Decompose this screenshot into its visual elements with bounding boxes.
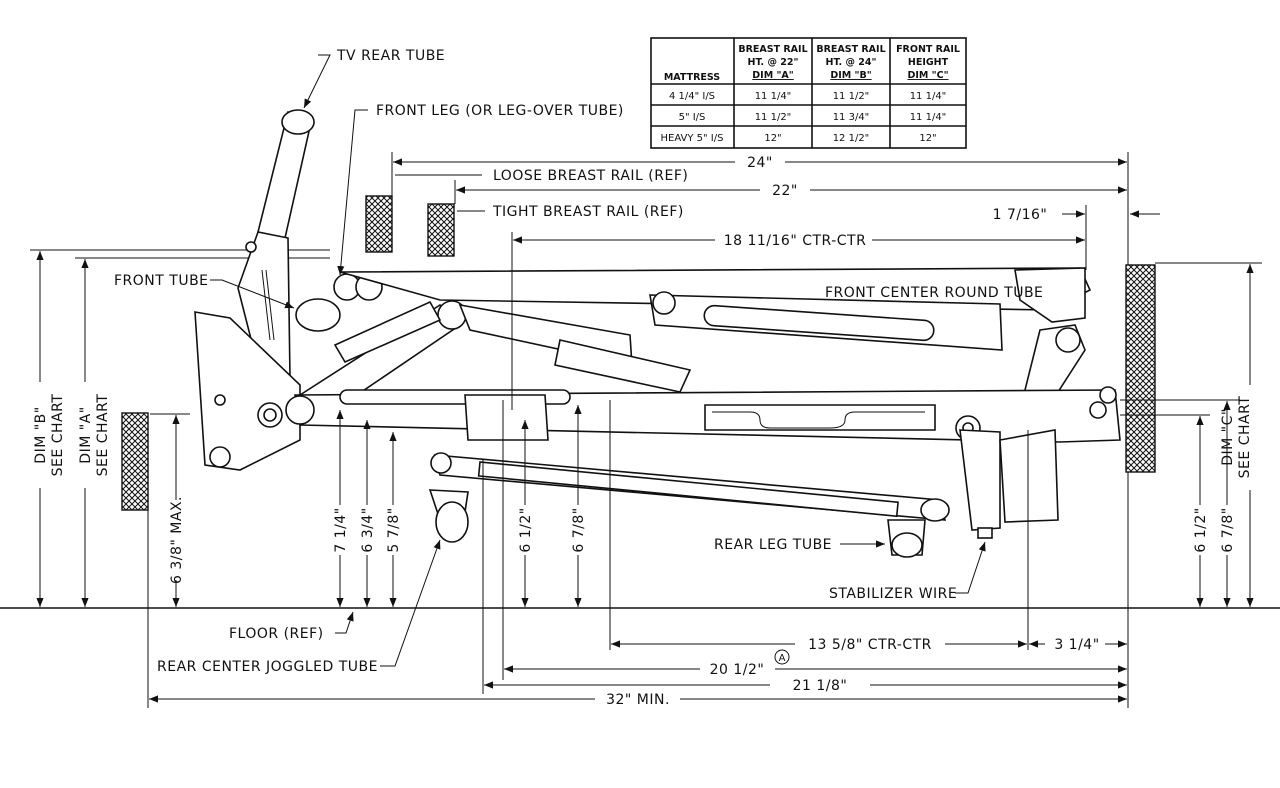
dim-3-1-4: 3 1/4" [1029,637,1127,653]
dim-20-1-2-label: 20 1/2" [710,662,765,678]
stabilizer-wire-label: STABILIZER WIRE [829,586,957,602]
dim-6-7-8-center-label: 6 7/8" [571,507,587,552]
dim-7-1-4: 7 1/4" [333,410,349,607]
tight-breast-rail-block [427,203,455,257]
dim-7-1-4-label: 7 1/4" [333,507,349,552]
dim-18-11-16: 18 11/16" CTR-CTR [511,232,1085,410]
dim-c: DIM "C" SEE CHART [1220,264,1254,607]
table-cell: HEAVY 5" I/S [661,133,724,144]
dim-24: 24" [391,152,1129,265]
table-cell: 4 1/4" I/S [669,91,715,102]
dim-6-1-2-right: 6 1/2" [1120,414,1210,607]
table-cell: 12" [764,133,781,144]
table-header-dim-a-line3: DIM "A" [752,70,793,81]
table-cell: 12 1/2" [833,133,870,144]
dim-21-1-8-label: 21 1/8" [793,678,848,694]
front-leg-label: FRONT LEG (OR LEG-OVER TUBE) [376,103,624,119]
table-header-dim-a-line2: HT. @ 22" [748,57,799,68]
dim-6-1-2-center: 6 1/2" [518,420,534,607]
callout-loose-breast-rail: LOOSE BREAST RAIL (REF) [395,168,688,184]
rear-leg-tube-label: REAR LEG TUBE [714,537,832,553]
dim-32-min-label: 32" MIN. [606,692,670,708]
callout-stabilizer-wire: STABILIZER WIRE [829,541,986,602]
dim-13-5-8-label: 13 5/8" CTR-CTR [808,637,932,653]
dim-6-1-2-right-label: 6 1/2" [1193,507,1209,552]
floor-label: FLOOR (REF) [229,626,324,642]
dim-a-label: DIM "A" [78,406,94,463]
dim-5-7-8-label: 5 7/8" [386,507,402,552]
dim-6-7-8-center: 6 7/8" [571,405,587,607]
table-cell: 11 1/4" [910,112,947,123]
dim-20-1-2: 20 1/2" A [502,400,1127,680]
table-header-dim-b-line2: HT. @ 24" [826,57,877,68]
table-cell: 12" [919,133,936,144]
table-cell: 11 1/2" [833,91,870,102]
dim-6-3-4: 6 3/4" [360,420,376,607]
tight-breast-rail-label: TIGHT BREAST RAIL (REF) [492,204,684,220]
callout-rear-center-joggled-tube: REAR CENTER JOGGLED TUBE [157,539,441,675]
table-cell: 11 1/4" [910,91,947,102]
loose-breast-rail-label: LOOSE BREAST RAIL (REF) [493,168,688,184]
dim-c-label: DIM "C" [1220,408,1236,466]
dim-a-see-chart: SEE CHART [95,394,111,477]
table-header-dim-a-line1: BREAST RAIL [738,44,807,55]
table-header-dim-c-line1: FRONT RAIL [896,44,960,55]
table-cell: 11 3/4" [833,112,870,123]
mechanism-drawing [194,109,1121,558]
dim-6-3-8-label: 6 3/8" MAX. [169,496,185,584]
dim-22-label: 22" [772,183,798,199]
dim-1-7-16-label: 1 7/16" [993,207,1048,223]
dim-b: DIM "B" SEE CHART [33,251,66,607]
tv-rear-tube-label: TV REAR TUBE [336,48,445,64]
front-tube-label: FRONT TUBE [114,273,209,289]
table-cell: 5" I/S [679,112,706,123]
callout-front-tube: FRONT TUBE [114,273,295,309]
front-center-round-tube-label: FRONT CENTER ROUND TUBE [825,285,1043,301]
dim-6-3-4-label: 6 3/4" [360,507,376,552]
loose-breast-rail-block [365,195,393,253]
dim-6-7-8-right-label: 6 7/8" [1220,507,1236,552]
dim-6-3-8: 6 3/8" MAX. [150,413,190,607]
rear-hatched-block [121,412,149,511]
callout-tight-breast-rail: TIGHT BREAST RAIL (REF) [457,204,684,220]
callout-floor: FLOOR (REF) [229,611,354,642]
dim-24-label: 24" [747,155,773,171]
table-header-mattress: MATTRESS [664,72,720,83]
rear-center-joggled-tube-label: REAR CENTER JOGGLED TUBE [157,659,378,675]
dim-32-min: 32" MIN. [147,472,1129,708]
table-cell: 11 1/4" [755,91,792,102]
dim-6-1-2-center-label: 6 1/2" [518,507,534,552]
dim-6-7-8-right: 6 7/8" [1120,399,1240,607]
table-header-dim-c-line3: DIM "C" [907,70,948,81]
dim-22: 22" [454,180,1127,204]
callout-a-label: A [779,653,786,664]
callout-rear-leg-tube: REAR LEG TUBE [714,537,885,553]
dim-c-see-chart: SEE CHART [1237,396,1253,479]
table-header-dim-b-line3: DIM "B" [830,70,871,81]
mattress-chart: MATTRESS BREAST RAIL HT. @ 22" DIM "A" B… [650,37,967,149]
dim-5-7-8: 5 7/8" [386,432,402,607]
table-cell: 11 1/2" [755,112,792,123]
dim-b-label: DIM "B" [33,406,49,463]
dim-a: DIM "A" SEE CHART [78,259,111,607]
dim-1-7-16: 1 7/16" [993,205,1160,270]
callout-tv-rear-tube: TV REAR TUBE [303,48,445,109]
dim-21-1-8: 21 1/8" [482,460,1127,694]
dim-3-1-4-label: 3 1/4" [1054,637,1099,653]
table-header-dim-c-line2: HEIGHT [908,57,949,68]
callout-front-leg: FRONT LEG (OR LEG-OVER TUBE) [337,103,624,276]
callout-a-circle [774,649,790,665]
dim-b-see-chart: SEE CHART [50,394,66,477]
table-header-dim-b-line1: BREAST RAIL [816,44,885,55]
dim-18-11-16-label: 18 11/16" CTR-CTR [724,233,867,249]
callout-front-center-round-tube: FRONT CENTER ROUND TUBE [825,285,1043,301]
front-rail-block [1125,264,1156,473]
dim-13-5-8: 13 5/8" CTR-CTR [609,400,1029,653]
